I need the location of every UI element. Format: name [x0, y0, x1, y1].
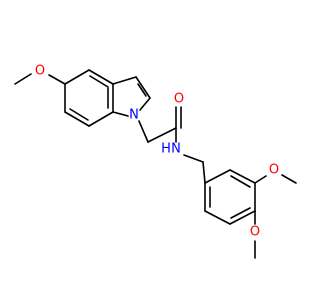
atom-o-methoxy-4: O: [250, 225, 260, 240]
bond-c5-c4: [64, 69, 90, 85]
atom-n-amide: N: [171, 142, 181, 157]
bond-c3-c2: [135, 76, 151, 99]
atom-n-indole: N: [129, 108, 139, 123]
bond-c4-c3a: [88, 69, 114, 85]
atom-o-carbonyl: O: [174, 92, 184, 107]
bond-c3a-c3: [112, 76, 137, 85]
bond-c7-c6: [64, 111, 90, 127]
atom-h-amide: H: [161, 142, 171, 157]
bond-nh-ch2: [183, 154, 204, 163]
bond-c4-c3a-inner: [89, 75, 109, 88]
atom-o-methoxy-3: O: [269, 163, 279, 178]
bond-ch2-aryl: [202, 161, 206, 184]
bond-r3-o3: [254, 175, 267, 184]
bond-r1-r2: [204, 169, 231, 184]
bond-ch2-co: [147, 127, 177, 143]
bond-c7a-c7: [88, 111, 114, 127]
bond-r2-r3: [229, 169, 256, 184]
bond-r5-r6: [204, 210, 231, 225]
bond-o3-me: [281, 174, 297, 184]
molecule-structure: O N O N H O O: [14, 64, 297, 259]
bond-n1-ch2: [138, 120, 149, 143]
bond-methyl-o: [14, 73, 32, 85]
bond-o-c5: [48, 74, 66, 85]
bond-c2-n1: [139, 97, 151, 111]
bond-n1-c7a: [112, 111, 129, 117]
molecule-canvas: O N O N H O O: [14, 63, 297, 259]
bond-c3-c2-inner: [137, 83, 147, 97]
bond-r4-r5: [229, 210, 256, 225]
atom-o-methoxy-indole: O: [35, 64, 45, 79]
bonds: [14, 69, 297, 259]
bond-r2-r3-inner: [230, 175, 251, 188]
atom-labels: O N O N H O O: [35, 64, 279, 240]
bond-c7-c6-inner: [69, 108, 89, 121]
bond-r4-r5-inner: [230, 207, 251, 219]
